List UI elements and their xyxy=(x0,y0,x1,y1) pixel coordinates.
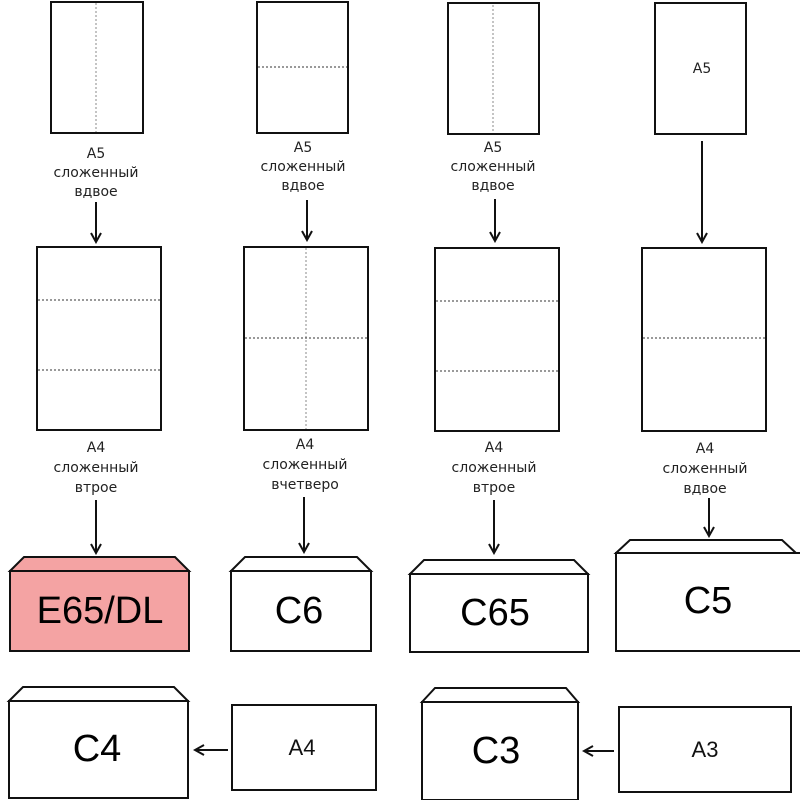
envelope-label: C4 xyxy=(73,728,122,770)
sheet-size-label: A5 xyxy=(484,140,502,156)
column-1: A5 сложенный вдвое A4 сложенный втрое E6… xyxy=(7,1,192,652)
sheet-fold-label: втрое xyxy=(75,480,117,496)
envelope-flap xyxy=(228,556,374,572)
sheet-fold-label: сложенный xyxy=(261,159,346,175)
c4-a4-group: C4 A4 xyxy=(6,686,377,799)
sheet-size-label: A4 xyxy=(485,440,504,456)
sheet-fold-label: сложенный xyxy=(263,457,348,473)
envelope-flap xyxy=(6,686,191,702)
envelope-body xyxy=(409,573,589,653)
sheet-fold-label: вдвое xyxy=(471,178,514,194)
sheet-fold-label: сложенный xyxy=(54,165,139,181)
sheet-size-label: A4 xyxy=(289,735,316,760)
envelope-label: C6 xyxy=(275,590,324,632)
envelope-flap xyxy=(613,539,799,554)
sheet-size-label: A3 xyxy=(692,737,719,762)
a4-sheet-half-fold xyxy=(641,247,767,432)
a4-sheet-trifold xyxy=(36,246,162,431)
column-3: A5 сложенный вдвое A4 сложенный втрое C6… xyxy=(407,2,591,653)
envelope-body xyxy=(8,700,189,799)
envelope-flap xyxy=(419,687,581,703)
c3-a3-group: C3 A3 xyxy=(419,687,792,800)
sheet-fold-label: вдвое xyxy=(683,481,726,497)
a5-sheet-horizontal-fold xyxy=(256,1,349,134)
a4-sheet-trifold xyxy=(434,247,560,432)
sheet-fold-label: сложенный xyxy=(452,460,537,476)
sheet-size-label: A4 xyxy=(87,440,106,456)
sheet-fold-label: вдвое xyxy=(74,184,117,200)
envelope-label: C3 xyxy=(472,730,521,772)
sheet-fold-label: сложенный xyxy=(663,461,748,477)
envelope-c4: C4 xyxy=(6,686,191,799)
a5-sheet-vertical-fold xyxy=(447,2,540,135)
sheet-fold-label: сложенный xyxy=(451,159,536,175)
sheet-fold-label: вчетверо xyxy=(271,477,339,493)
envelope-label: E65/DL xyxy=(37,590,164,632)
sheet-size-label: A4 xyxy=(296,437,315,453)
envelope-label: C5 xyxy=(684,580,733,622)
a3-sheet xyxy=(618,706,792,793)
envelope-body xyxy=(421,701,579,800)
a5-sheet-vertical-fold xyxy=(50,1,144,134)
envelope-c65: C65 xyxy=(407,559,591,653)
a5-sheet-unfolded xyxy=(654,2,747,135)
envelope-c3: C3 xyxy=(419,687,581,800)
sheet-fold-label: вдвое xyxy=(281,178,324,194)
sheet-fold-label: втрое xyxy=(473,480,515,496)
column-2: A5 сложенный вдвое A4 сложенный вчетверо… xyxy=(228,1,374,652)
sheet-size-label: A5 xyxy=(87,146,105,162)
column-4: A5 A4 сложенный вдвое C5 xyxy=(613,2,800,652)
sheet-fold-label: сложенный xyxy=(54,460,139,476)
envelope-c6: C6 xyxy=(228,556,374,652)
sheet-size-label: A4 xyxy=(696,441,715,457)
a4-sheet xyxy=(231,704,377,791)
envelope-flap xyxy=(407,559,591,575)
envelope-label: C65 xyxy=(460,592,530,634)
envelope-flap xyxy=(7,556,192,572)
envelope-body xyxy=(615,552,800,652)
sheet-size-label: A5 xyxy=(294,140,312,156)
envelope-body xyxy=(9,570,190,652)
envelope-c5: C5 xyxy=(613,539,800,652)
sheet-size-label: A5 xyxy=(693,61,711,77)
envelope-body xyxy=(230,570,372,652)
envelope-e65-dl: E65/DL xyxy=(7,556,192,652)
